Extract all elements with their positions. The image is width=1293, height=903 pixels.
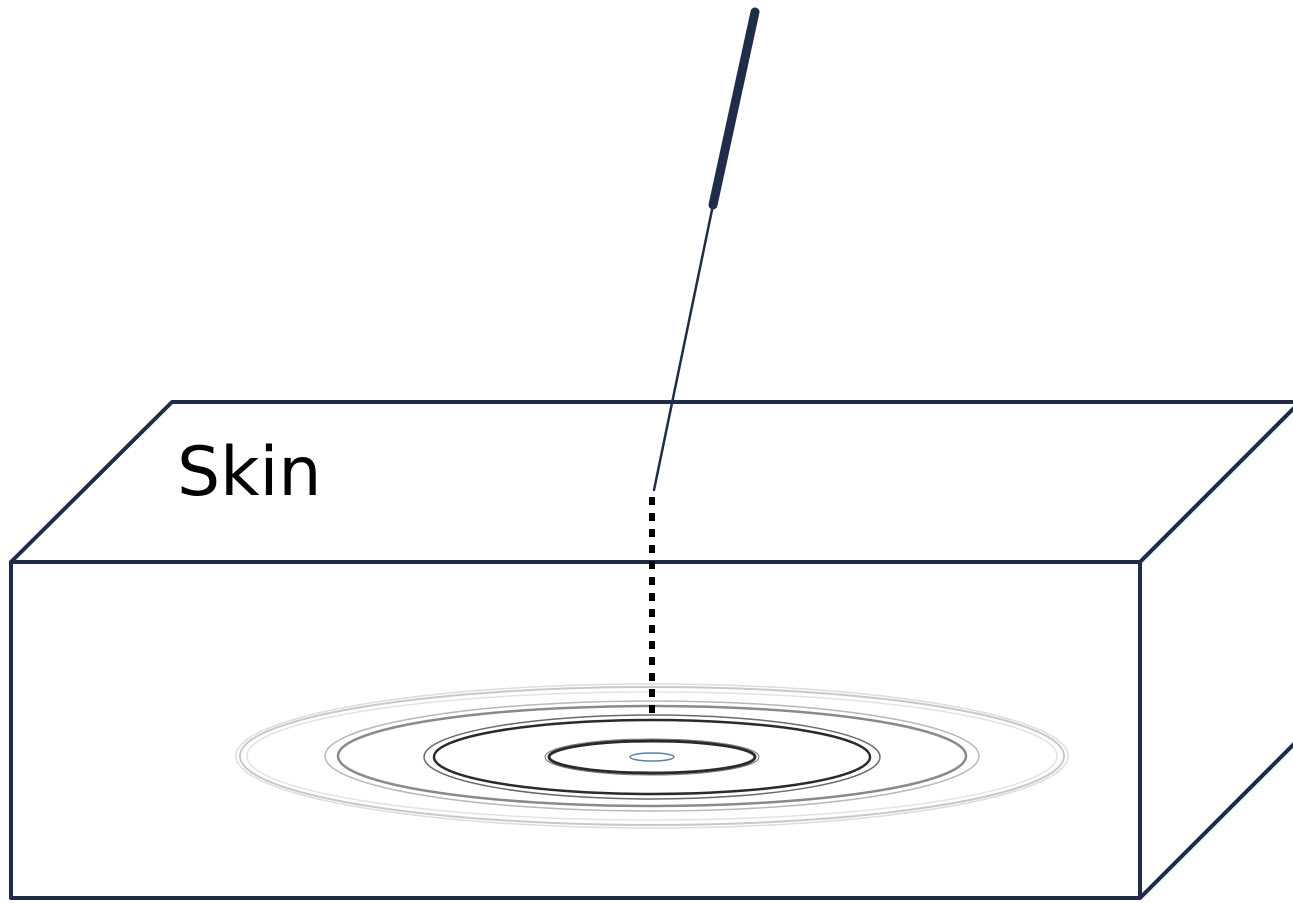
skin-block-front-face [9,560,1142,900]
ring-core [547,739,757,775]
ring-core-outer [544,738,760,776]
ring-inner [432,718,872,796]
needle-shaft [652,203,715,492]
needle-handle [708,7,760,210]
acupuncture-needle-icon [652,7,760,492]
propagation-rings [235,683,1069,829]
ring-outer [239,686,1065,826]
skin-block [9,400,1293,900]
ring-outer-faint [235,683,1069,829]
ring-center [629,752,675,762]
ring-mid-faint [324,700,980,812]
skin-label: Skin [177,433,322,512]
ring-inner-faint [423,714,881,800]
skin-block-side-face [1138,742,1293,900]
